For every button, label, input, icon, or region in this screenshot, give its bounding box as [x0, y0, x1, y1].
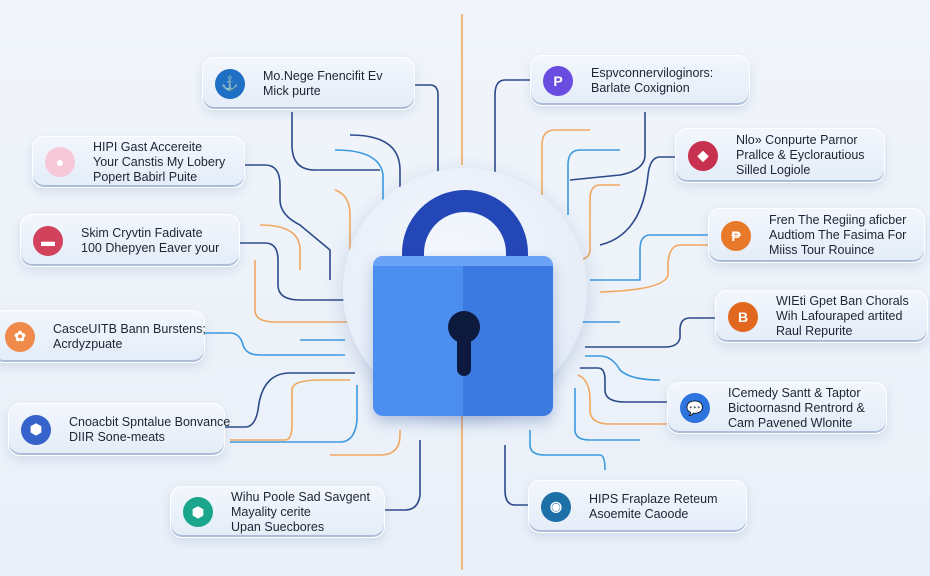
card-text: Espvconnerviloginors:Barlate Coxignion [591, 66, 713, 96]
card-text-line: Miiss Tour Rouince [769, 243, 875, 257]
connector-line [599, 156, 675, 246]
colorful-cluster-icon: ✿ [5, 321, 35, 352]
connector-line [334, 189, 351, 250]
connector-line [574, 184, 620, 261]
connector-line [291, 112, 380, 171]
chat-bubble-icon: 💬 [680, 393, 710, 423]
card-text-line: Skim Cryvtin Fadivate [81, 225, 203, 240]
card-text-line: DIIR Sone-meats [69, 429, 165, 444]
card-text-line: Prallce & Eyclorautious [736, 148, 865, 162]
connector-line [230, 379, 350, 441]
purple-p-icon: P [543, 65, 573, 96]
card-text-line: Mick purte [263, 83, 321, 98]
connector-line [245, 164, 331, 280]
connector-line [230, 385, 358, 443]
connector-line [225, 372, 355, 428]
card-text-line: Cam Pavened Wlonite [728, 415, 853, 430]
connector-line [529, 430, 606, 471]
blue-hexagon-icon: ⬢ [21, 414, 51, 445]
connector-line [334, 149, 384, 205]
connector-line [415, 84, 439, 175]
connector-line [240, 242, 350, 301]
connector-line [349, 134, 401, 195]
keyhole-slot [457, 333, 471, 376]
connector-line [574, 388, 640, 441]
card-text-line: Wih Lafouraped artited [776, 309, 903, 323]
card-text-line: Wihu Poole Sad Savgent [231, 489, 370, 504]
card-text-line: Barlate Coxignion [591, 80, 690, 95]
card-text-line: WIEti Gpet Ban Chorals [776, 294, 909, 308]
crimson-badge-icon: ◆ [688, 140, 718, 171]
connector-line [541, 129, 590, 195]
connector-line [254, 260, 350, 323]
connector-line [385, 440, 421, 511]
red-tag-icon: ▬ [33, 225, 63, 256]
connector-line [577, 374, 667, 425]
card-text-line: Nlo» Conpurte Parnor [736, 133, 858, 147]
orange-b-icon: B [728, 301, 758, 332]
connector-line [259, 224, 301, 270]
card-text-line: Mayality cerite [231, 504, 311, 519]
card-text-line: Fren The Regiing aficber [769, 213, 907, 227]
card-text-line: Your Canstis My Lobery [93, 154, 226, 169]
card-text-line: Cnoacbit Spntalue Bonvance [69, 414, 231, 429]
connector-line [494, 79, 530, 175]
pink-badge-icon: ● [45, 147, 75, 177]
card-text-line: Mo.Nege Fnencifit Ev [263, 68, 383, 83]
connector-line [330, 430, 401, 456]
card-text-line: HIPI Gast Accereite [93, 139, 203, 154]
card-text-line: Asoemite Caoode [589, 506, 689, 521]
feature-card-r1[interactable]: P Espvconnerviloginors:Barlate Coxignion [530, 55, 750, 106]
card-text-line: Silled Logiole [736, 163, 811, 177]
card-text-line: Raul Repurite [776, 324, 853, 338]
connector-line [585, 355, 661, 381]
connector-line [504, 445, 528, 506]
card-text-line: ICemedy Santt & Taptor [728, 385, 861, 400]
card-text-line: Audtiom The Fasima For [769, 228, 907, 242]
connector-line [585, 317, 715, 348]
card-text-line: Popert Babirl Puite [93, 169, 198, 184]
card-text-line: Bictoornasnd Rentrord & [728, 400, 865, 415]
connector-line [590, 234, 708, 281]
card-text-line: HIPS Fraplaze Reteum [589, 491, 718, 506]
card-text-line: 100 Dhepyen Eaver your [81, 240, 220, 255]
connector-line [599, 244, 708, 293]
card-text: CasceUITB Bann Burstens;Acrdyzpuate [53, 322, 206, 352]
orange-p-icon: ₱ [721, 220, 751, 251]
connector-line [569, 112, 646, 181]
card-text-line: Espvconnerviloginors: [591, 65, 714, 80]
teal-hexagon-icon: ⬢ [183, 497, 213, 527]
globe-icon: ◉ [541, 491, 571, 522]
feature-card-l4[interactable]: ✿ CasceUITB Bann Burstens;Acrdyzpuate [0, 310, 206, 363]
card-text-line: Upan Suecbores [231, 519, 325, 534]
card-text-line: CasceUITB Bann Burstens; [53, 321, 206, 336]
connector-line [567, 149, 620, 215]
shield-anchor-icon: ⚓ [215, 68, 245, 99]
connector-line [580, 367, 667, 403]
card-text-line: Acrdyzpuate [53, 336, 123, 351]
connector-line [205, 332, 345, 356]
